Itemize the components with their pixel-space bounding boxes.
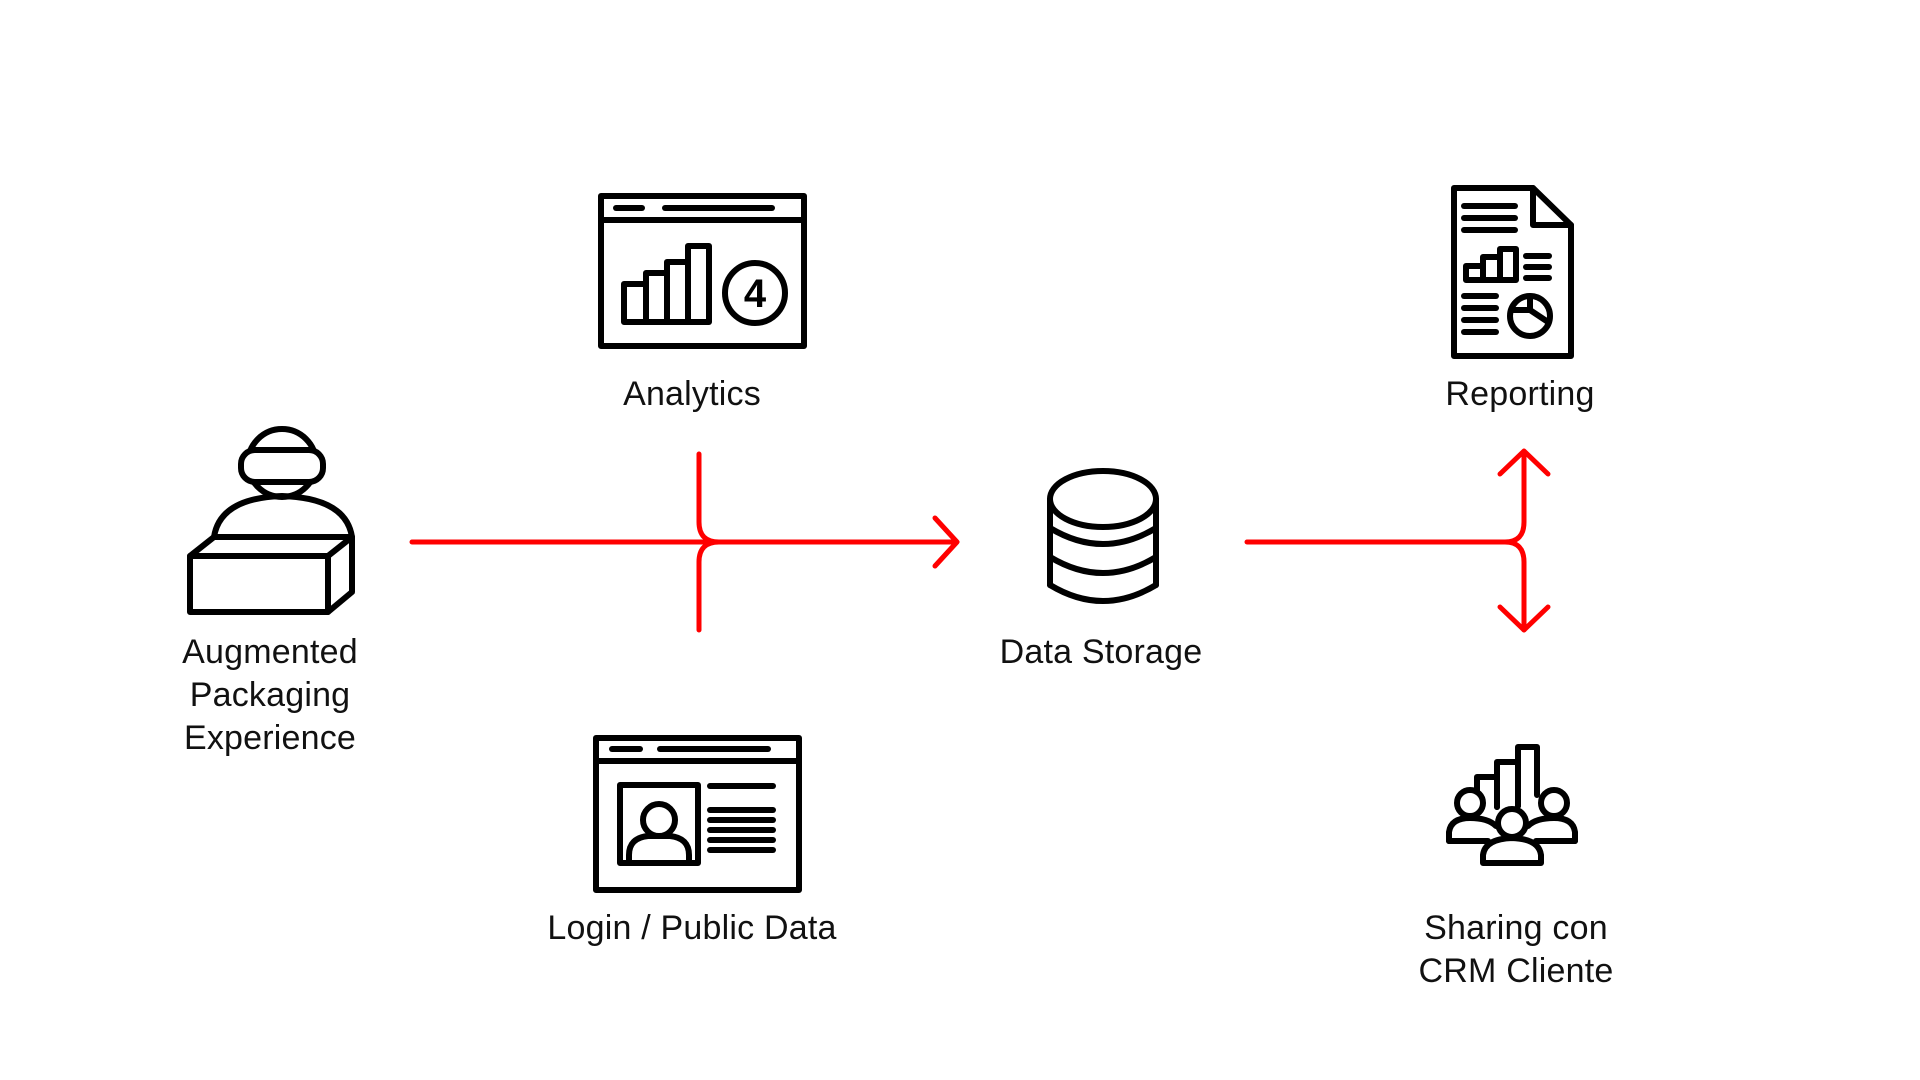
vr-person-box-icon [187,426,355,615]
node-label-sharing-crm: Sharing con CRM Cliente [1418,909,1614,990]
analytics-dashboard-icon [598,193,807,349]
node-label-data-storage: Data Storage [999,633,1203,671]
arrowhead-up-icon [1497,448,1551,477]
node-label-analytics: Analytics [623,375,761,413]
analytics-badge-number: 4 [744,272,767,316]
database-icon [1047,468,1159,604]
edge-login-merge [696,539,722,633]
arrowhead-right-icon [932,515,960,569]
node-label-reporting: Reporting [1445,375,1595,413]
profile-webpage-icon [593,735,802,893]
edge-to-crm [1502,539,1527,633]
node-label-login-public-data: Login / Public Data [547,909,837,947]
people-growth-chart-icon [1446,744,1578,866]
report-document-icon [1451,185,1574,359]
flow-storage-to-outputs [1244,448,1551,633]
flow-inputs-to-storage [409,451,960,633]
arrowhead-down-icon [1497,604,1551,633]
edge-analytics-merge [696,451,722,545]
node-label-augmented-packaging: Augmented Packaging Experience [182,633,358,757]
